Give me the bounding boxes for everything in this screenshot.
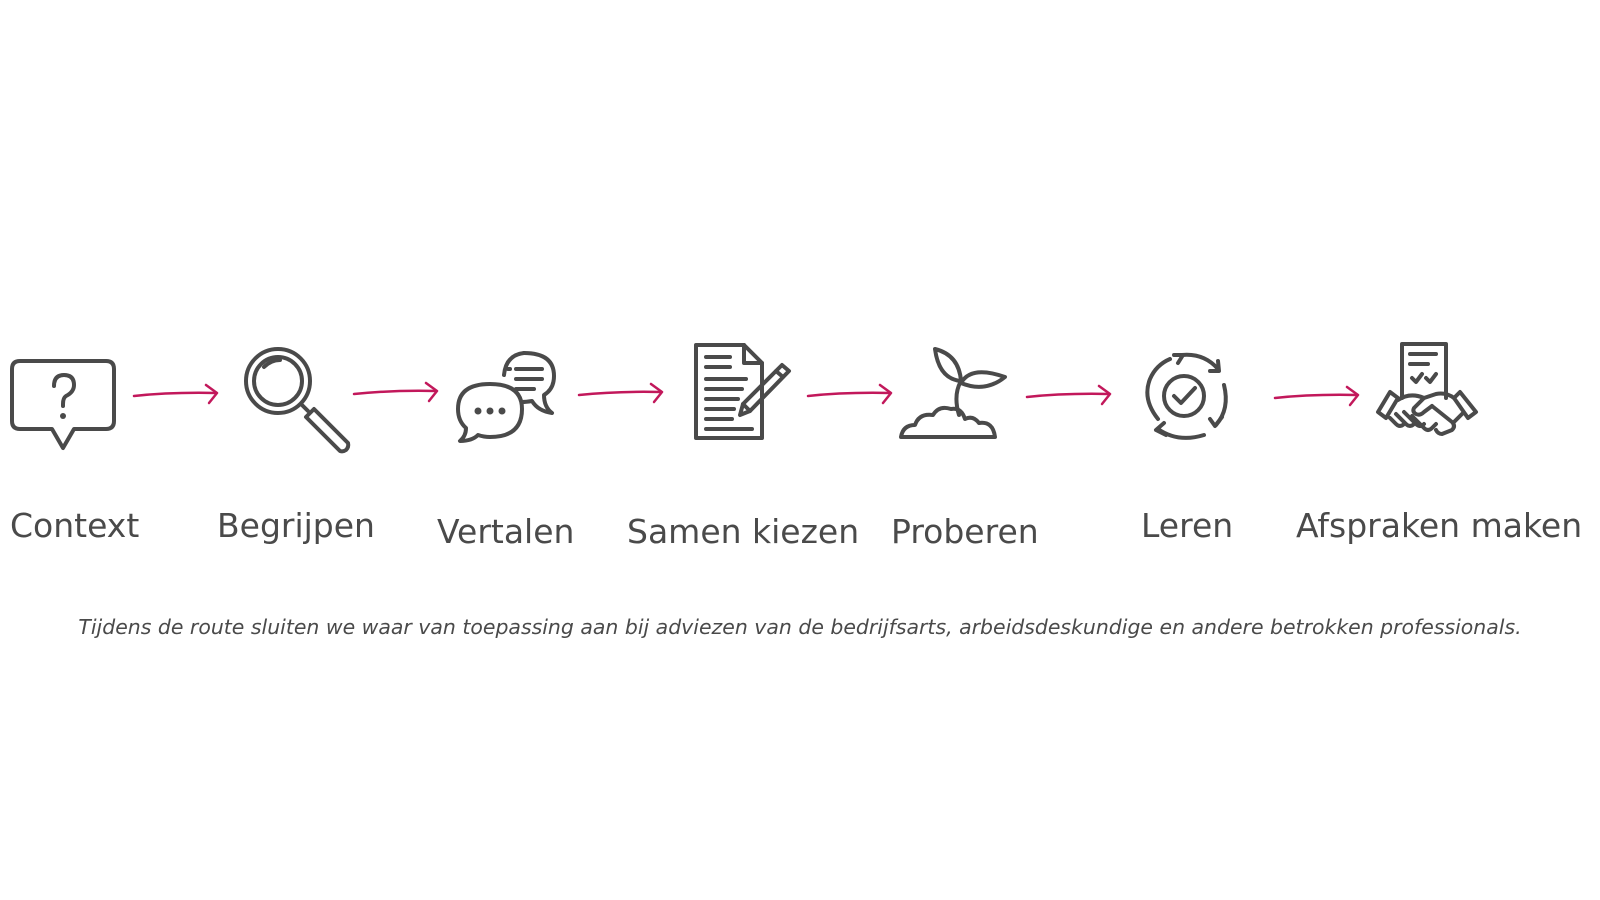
route-caption: Tijdens de route sluiten we waar van toe… <box>78 615 1522 639</box>
step-label-vertalen: Vertalen <box>437 512 575 551</box>
step-label-proberen: Proberen <box>891 512 1039 551</box>
arrow-context-to-begrijpen <box>132 380 222 410</box>
arrow-proberen-to-leren <box>1025 381 1115 411</box>
step-label-begrijpen: Begrijpen <box>217 506 375 545</box>
sprout-icon <box>899 345 1009 445</box>
step-label-afspraken-maken: Afspraken maken <box>1296 506 1583 545</box>
arrow-leren-to-afspraken-maken <box>1273 382 1363 412</box>
step-label-samen-kiezen: Samen kiezen <box>627 512 860 551</box>
magnifying-glass-icon <box>244 347 354 457</box>
arrow-vertalen-to-samen-kiezen <box>577 379 667 409</box>
arrow-begrijpen-to-vertalen <box>352 378 442 408</box>
document-pen-icon <box>694 343 794 443</box>
chat-bubbles-icon <box>454 351 564 446</box>
arrow-samen-kiezen-to-proberen <box>806 380 896 410</box>
handshake-contract-icon <box>1376 342 1486 447</box>
cycle-check-icon <box>1138 349 1233 444</box>
step-label-context: Context <box>10 506 140 545</box>
step-label-leren: Leren <box>1141 506 1234 545</box>
question-speech-bubble-icon <box>10 358 120 458</box>
